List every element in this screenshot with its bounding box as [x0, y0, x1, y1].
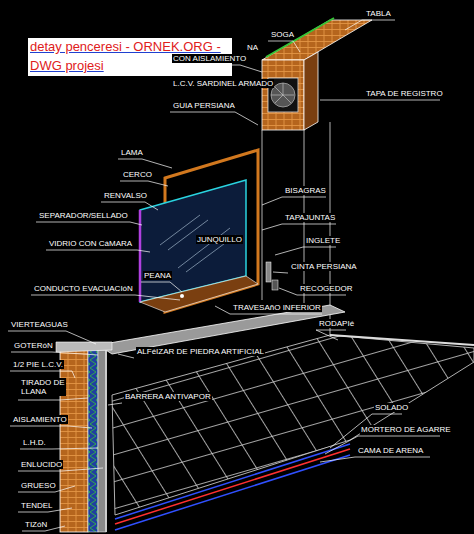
part-label: L.C.V. SARDINEL ARMADO	[172, 79, 274, 88]
part-label: CONDUCTO EVACUACIóN	[33, 284, 134, 293]
part-label: TIZóN	[24, 520, 48, 529]
part-label: TENDEL	[20, 501, 54, 510]
part-label: TAPAJUNTAS	[284, 213, 336, 222]
part-label: TABLA	[365, 9, 392, 18]
shutter-roll	[271, 83, 295, 107]
part-label: RODAPIé	[318, 319, 355, 328]
shutter-tape	[266, 262, 271, 282]
part-label: SOLADO	[374, 403, 409, 412]
part-label: CON AISLAMIENTO	[172, 54, 247, 63]
drain-hole	[180, 294, 184, 298]
floor-tiles	[112, 335, 474, 515]
part-label: MORTERO DE AGARRE	[360, 425, 452, 434]
part-label: BISAGRAS	[284, 186, 327, 195]
shutter-box	[262, 60, 304, 130]
part-label: TRAVESAñO INFERIOR	[232, 303, 322, 312]
shutter-box-side	[304, 52, 318, 130]
floor-tiles	[112, 335, 474, 515]
part-label: VIERTEAGUAS	[10, 320, 69, 329]
part-label: ENLUCIDO	[20, 460, 63, 469]
inner-leaf	[98, 350, 106, 532]
roll-spokes	[271, 83, 294, 103]
part-label: TIRADO DE LLANA	[20, 378, 66, 396]
part-label: GRUESO	[20, 481, 57, 490]
part-label: PEANA	[143, 271, 172, 280]
part-label: RECOGEDOR	[299, 284, 353, 293]
part-label: TAPA DE REGISTRO	[365, 89, 444, 98]
part-label: NA	[246, 43, 259, 52]
insulation	[88, 350, 98, 532]
plaster	[105, 350, 107, 532]
part-label: AISLAMIENTO	[12, 415, 68, 424]
part-label: ALFéIZAR DE PIEDRA ARTIFICIAL	[136, 347, 265, 356]
part-label: INGLETE	[305, 236, 341, 245]
drip-sill	[56, 342, 112, 352]
part-label: VIDRIO CON CáMARA	[48, 239, 133, 248]
part-label: CERCO	[122, 170, 153, 179]
part-label: CINTA PERSIANA	[290, 262, 358, 271]
part-label: L.H.D.	[22, 438, 47, 447]
part-label: RENVALSO	[103, 191, 148, 200]
part-label: GOTERóN	[13, 341, 54, 350]
lintel-insulation	[266, 18, 334, 57]
mortar-layer	[115, 449, 350, 524]
part-label: GUIA PERSIANA	[172, 101, 236, 110]
part-label: CAMA DE ARENA	[357, 446, 424, 455]
part-label: LAMA	[120, 148, 144, 157]
tape-winder	[272, 280, 278, 290]
finish-layer	[115, 444, 350, 519]
sand-layer	[115, 455, 350, 530]
part-label: JUNQUILLO	[196, 235, 243, 244]
part-label: SOGA	[270, 30, 295, 39]
part-label: 1/2 PIE L.C.V.	[12, 360, 64, 369]
part-label: BARRERA ANTIVAPOR	[124, 392, 212, 401]
sealant-edge	[139, 210, 142, 302]
part-label: SEPARADOR/SELLADO	[38, 211, 129, 220]
floor-surface	[112, 335, 474, 515]
skirting	[330, 335, 474, 345]
